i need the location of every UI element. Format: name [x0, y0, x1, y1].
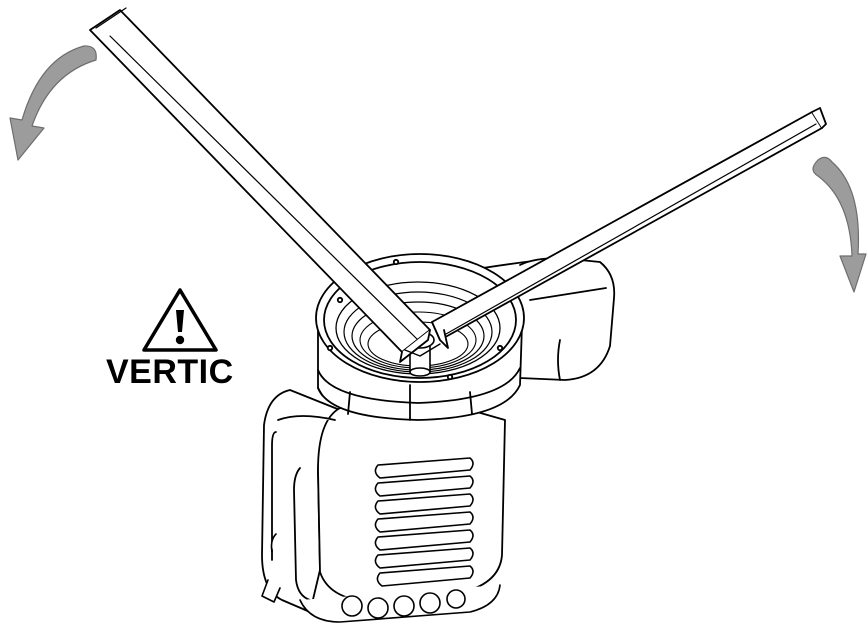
warning-label: VERTIC — [106, 353, 234, 391]
cooling-fins — [374, 457, 474, 587]
wrench-bar-left[interactable] — [89, 7, 431, 363]
wrench-bar-right[interactable] — [431, 107, 827, 349]
base-plate — [261, 533, 501, 623]
warning-triangle-icon — [142, 288, 218, 352]
rotation-arrow-left — [9, 45, 97, 161]
rotation-arrow-right — [812, 156, 867, 293]
curved-arrow-icon — [9, 45, 867, 293]
bar-joint — [404, 343, 441, 357]
